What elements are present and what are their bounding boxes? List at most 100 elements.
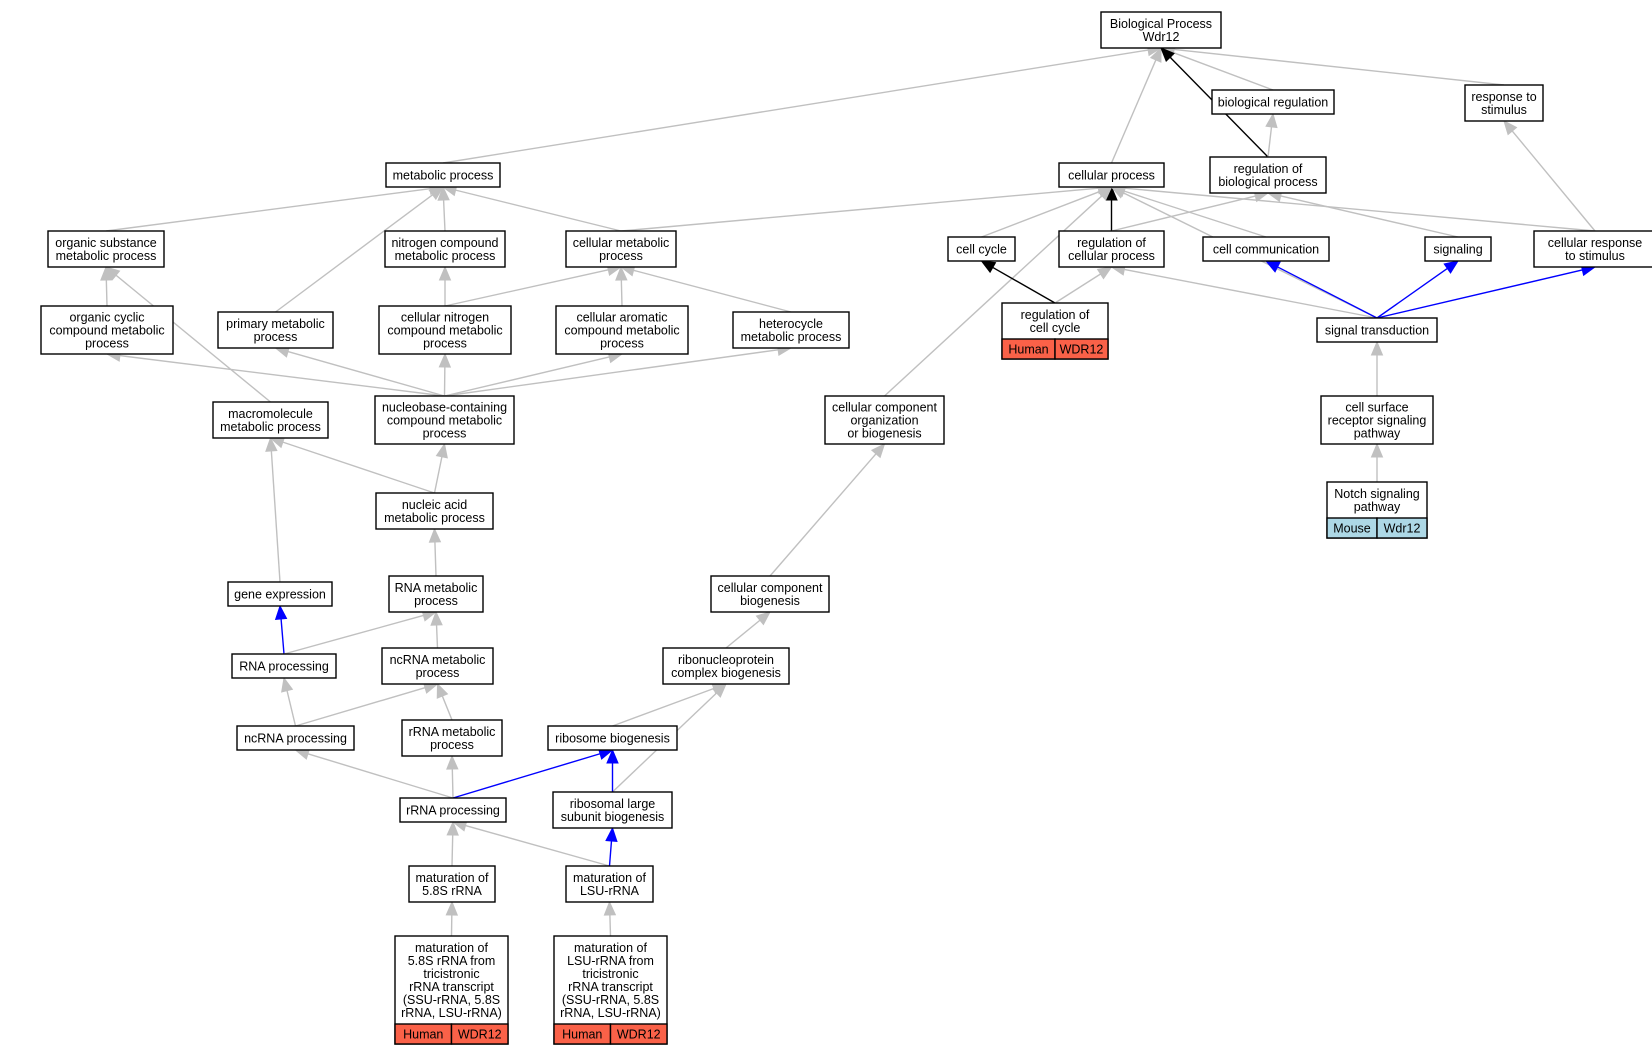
node-box xyxy=(381,647,494,685)
edge-line xyxy=(307,753,454,799)
node-box xyxy=(710,575,830,613)
node-label-line: cellular response xyxy=(1548,236,1643,250)
edge-prim-to-metab xyxy=(275,186,445,313)
edge-nitro-to-metab xyxy=(437,185,450,232)
edge-line xyxy=(1111,195,1256,232)
node-label-line: process xyxy=(599,249,643,263)
node-label-line: metabolic process xyxy=(56,249,157,263)
node-label-line: macromolecule xyxy=(228,407,313,421)
node-box xyxy=(378,305,512,355)
node-box xyxy=(384,230,506,268)
node-box xyxy=(1320,395,1434,445)
node-label-line: response to xyxy=(1471,90,1536,104)
edge-arrowhead xyxy=(1443,260,1460,274)
edge-sig-to-regbp xyxy=(1266,189,1459,238)
node-rnap: RNA processing xyxy=(231,653,337,679)
edge-ccorg-to-cellp xyxy=(884,186,1113,397)
node-label-line: cell cycle xyxy=(1030,321,1081,335)
edge-cmp-to-cellp xyxy=(620,181,1113,232)
node-label-line: primary metabolic xyxy=(226,317,325,331)
node-label-line: metabolic process xyxy=(393,169,494,183)
edge-orgsub-to-metab xyxy=(105,182,445,232)
node-label-line: pathway xyxy=(1354,427,1401,441)
node-box xyxy=(375,492,494,530)
node-label-line: cellular aromatic xyxy=(576,311,667,325)
edge-line xyxy=(884,195,1103,397)
edge-nbase-to-carom xyxy=(444,351,624,397)
edge-rnap-to-gexp xyxy=(274,604,288,655)
edge-ncrnap-to-rnap xyxy=(281,676,297,727)
node-sig: signaling xyxy=(1424,236,1492,262)
node-box xyxy=(401,719,503,757)
node-ribob: ribosome biogenesis xyxy=(547,725,678,751)
edge-line xyxy=(725,619,761,649)
node-box xyxy=(565,865,654,903)
gene-label: WDR12 xyxy=(1060,343,1104,357)
edge-line xyxy=(1376,267,1448,319)
edge-line xyxy=(769,453,877,577)
node-box xyxy=(227,581,333,607)
node-label-line: process xyxy=(430,738,474,752)
node-label-line: rRNA processing xyxy=(406,804,500,818)
edge-cresp-to-cellp xyxy=(1110,181,1596,232)
edge-line xyxy=(444,269,609,307)
node-label-line: process xyxy=(600,337,644,351)
edge-notch-to-csr xyxy=(1370,442,1384,482)
node-box xyxy=(385,162,501,188)
gene-label: Wdr12 xyxy=(1384,522,1421,536)
node-label-line: maturation of xyxy=(415,941,488,955)
node-label-line: organic substance xyxy=(55,236,157,250)
node-metab: metabolic process xyxy=(385,162,501,188)
edge-nacid-to-macro xyxy=(269,436,435,494)
node-label-line: ribosomal large xyxy=(570,797,656,811)
edges-layer xyxy=(100,43,1597,937)
gene-cell xyxy=(450,1023,509,1045)
edge-line xyxy=(444,349,779,397)
edge-arrowhead xyxy=(435,442,448,459)
node-bioreg: biological regulation xyxy=(1211,89,1335,115)
edge-line xyxy=(119,354,445,397)
edge-line xyxy=(1124,268,1378,319)
node-label-line: LSU-rRNA xyxy=(580,884,640,898)
node-box xyxy=(1058,230,1165,268)
node-st: signal transduction xyxy=(1316,317,1438,343)
node-box xyxy=(1100,11,1222,49)
edge-rlsb-to-ribob xyxy=(606,748,619,792)
edge-cellp-to-bp xyxy=(1110,46,1162,164)
edge-arrowhead xyxy=(437,185,450,201)
edge-arrowhead xyxy=(1149,46,1162,63)
node-label-line: ncRNA processing xyxy=(244,732,347,746)
node-box xyxy=(212,401,329,439)
edge-nacid-to-nbase xyxy=(433,442,448,494)
edge-gexp-to-macro xyxy=(265,436,281,583)
edge-line xyxy=(1054,273,1101,304)
node-label-line: nitrogen compound xyxy=(391,236,498,250)
edge-line xyxy=(633,269,792,313)
node-ncrnap: ncRNA processing xyxy=(236,725,355,751)
node-box xyxy=(1058,162,1165,188)
node-box xyxy=(1316,317,1438,343)
edge-rrnap-to-rrnam xyxy=(446,754,459,799)
edge-line xyxy=(451,834,454,867)
edge-line xyxy=(1172,51,1274,91)
edge-resp-to-bp xyxy=(1159,43,1505,86)
node-cellp: cellular process xyxy=(1058,162,1165,188)
edge-line xyxy=(620,187,1099,232)
node-label-line: heterocycle xyxy=(759,317,823,331)
edge-line xyxy=(115,274,271,403)
edge-arrowhead xyxy=(606,748,619,764)
node-rrnap: rRNA processing xyxy=(399,797,507,823)
node-label-line: 5.8S rRNA from xyxy=(408,954,496,968)
edge-rrnam-to-ncrnam xyxy=(436,682,453,721)
